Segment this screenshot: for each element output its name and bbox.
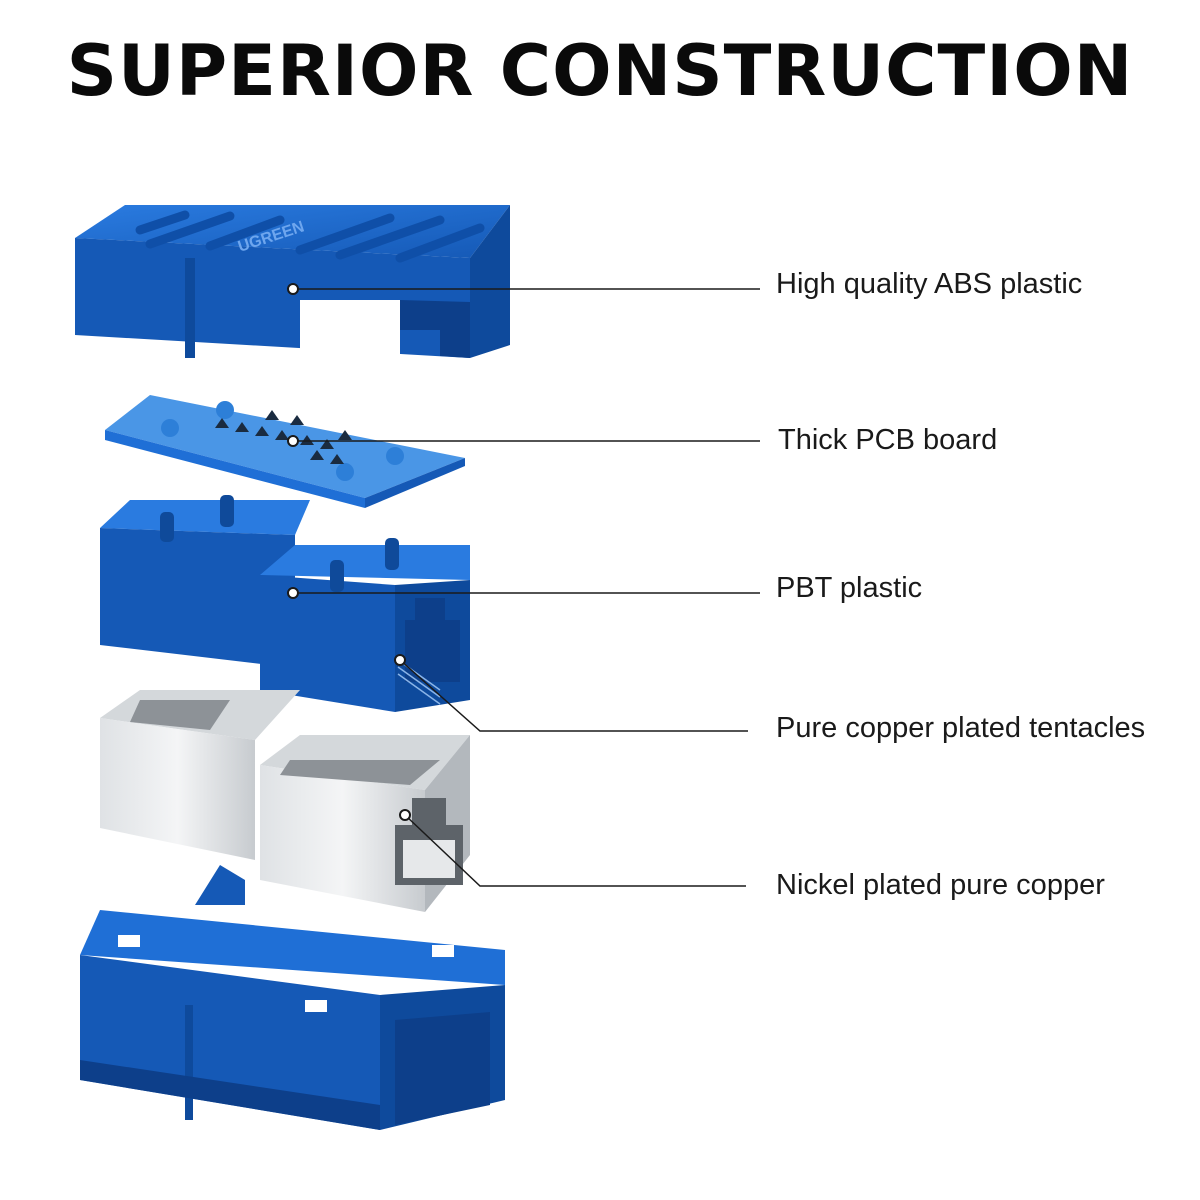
label-copper-tentacles: Pure copper plated tentacles <box>776 712 1146 744</box>
leader-line-tentacles <box>399 659 748 732</box>
top-abs-shell: UGREEN <box>75 205 510 396</box>
metal-shields <box>100 690 470 912</box>
page-title: SUPERIOR CONSTRUCTION <box>66 30 1134 112</box>
dot-tentacles <box>394 654 406 666</box>
dot-nickel <box>399 809 411 821</box>
pcb-board <box>105 395 465 508</box>
pbt-blocks <box>100 495 470 712</box>
label-nickel-copper: Nickel plated pure copper <box>776 869 1105 901</box>
dot-pbt <box>287 587 299 599</box>
label-pcb-board: Thick PCB board <box>778 424 998 456</box>
label-abs-plastic: High quality ABS plastic <box>776 268 1083 300</box>
leader-lines <box>293 288 760 887</box>
dot-pcb <box>287 435 299 447</box>
callout-dots <box>287 283 411 821</box>
leader-line-nickel <box>404 814 746 887</box>
dot-abs <box>287 283 299 295</box>
label-pbt-plastic: PBT plastic <box>776 572 923 604</box>
bottom-abs-shell <box>80 865 505 1130</box>
